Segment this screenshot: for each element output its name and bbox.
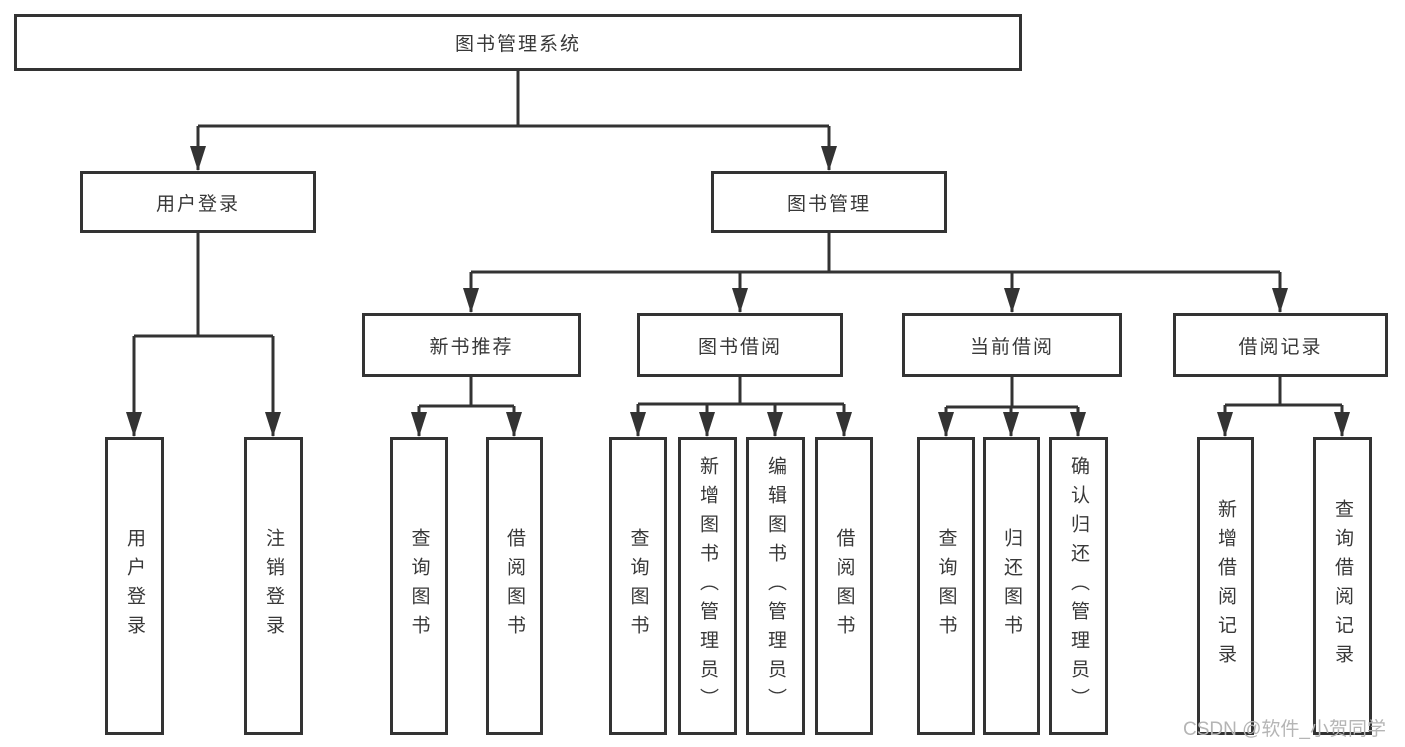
node-label: 查询图书 — [627, 528, 649, 644]
node-label: 新书推荐 — [429, 336, 514, 358]
node-label: 用户登录 — [155, 193, 240, 215]
node-query-borrow-record: 查询借阅记录 — [1313, 437, 1372, 735]
node-user-login-group: 用户登录 — [80, 171, 316, 233]
node-label: 借阅记录 — [1238, 336, 1323, 358]
node-label: 查询图书 — [935, 528, 957, 644]
node-label: 用户登录 — [124, 528, 145, 644]
node-borrow-books-recommend: 借阅图书 — [486, 437, 543, 735]
node-label: 查询借阅记录 — [1332, 499, 1353, 673]
node-confirm-return-admin: 确认归还（管理员） — [1049, 437, 1108, 735]
node-add-books-admin: 新增图书（管理员） — [678, 437, 737, 735]
node-book-management-system: 图书管理系统 — [14, 14, 1022, 71]
node-label: 注销登录 — [263, 528, 284, 644]
node-label: 新增借阅记录 — [1215, 499, 1236, 673]
node-label: 编辑图书（管理员） — [765, 455, 786, 717]
node-label: 归还图书 — [1001, 528, 1022, 644]
node-label: 图书管理系统 — [454, 34, 581, 55]
node-current-borrowing: 当前借阅 — [902, 313, 1122, 377]
node-label: 当前借阅 — [969, 336, 1054, 358]
node-label: 确认归还（管理员） — [1068, 455, 1089, 717]
node-label: 新增图书（管理员） — [697, 455, 718, 717]
node-query-books-recommend: 查询图书 — [390, 437, 448, 735]
node-label: 借阅图书 — [833, 528, 855, 644]
node-return-books: 归还图书 — [983, 437, 1040, 735]
node-query-books-borrow: 查询图书 — [609, 437, 667, 735]
node-query-books-current: 查询图书 — [917, 437, 975, 735]
csdn-watermark: CSDN @软件_小贺同学 — [1183, 719, 1386, 740]
node-label: 图书管理 — [786, 193, 871, 215]
node-edit-books-admin: 编辑图书（管理员） — [746, 437, 805, 735]
node-book-borrowing: 图书借阅 — [637, 313, 843, 377]
node-user-login: 用户登录 — [105, 437, 164, 735]
node-logout: 注销登录 — [244, 437, 303, 735]
node-borrowing-records: 借阅记录 — [1173, 313, 1388, 377]
node-label: 查询图书 — [408, 528, 430, 644]
node-label: 图书借阅 — [697, 336, 782, 358]
node-new-book-recommend: 新书推荐 — [362, 313, 581, 377]
node-borrow-books: 借阅图书 — [815, 437, 873, 735]
node-book-management: 图书管理 — [711, 171, 947, 233]
node-label: 借阅图书 — [504, 528, 525, 644]
node-add-borrow-record: 新增借阅记录 — [1197, 437, 1254, 735]
